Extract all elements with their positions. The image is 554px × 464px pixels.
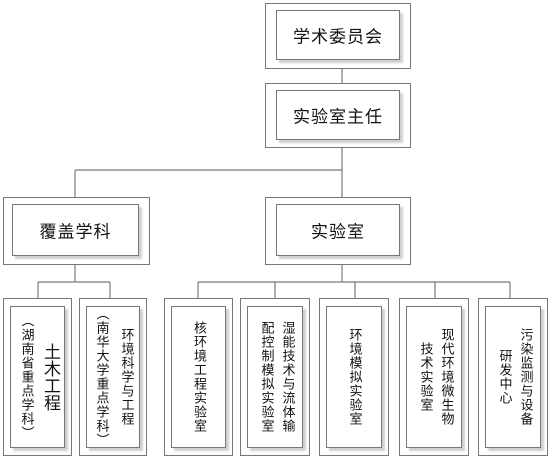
discipline-2-name: 环境科学与工程 <box>118 328 134 426</box>
lab-2-line-2: 配控制模拟实验室 <box>258 321 274 433</box>
discipline-1-name: 土木工程 <box>40 343 60 411</box>
discipline-box: 覆盖学科 <box>12 204 139 256</box>
committee-box: 学术委员会 <box>276 10 400 60</box>
lab-label: 实验室 <box>311 222 365 243</box>
discipline-1-note: （湖南省重点学科） <box>18 314 34 440</box>
lab-2-line-1: 湿能技术与流体输 <box>279 321 295 433</box>
lab-5-line-1: 污染监测与设备 <box>517 328 533 426</box>
discipline-label: 覆盖学科 <box>39 222 112 243</box>
discipline-2-box: （南华大学重点学科） 环境科学与工程 <box>86 306 140 448</box>
committee-label: 学术委员会 <box>293 27 383 48</box>
discipline-2-note: （南华大学重点学科） <box>93 307 109 447</box>
discipline-1-box: （湖南省重点学科） 土木工程 <box>10 306 65 448</box>
lab-box: 实验室 <box>276 204 400 256</box>
lab-1-box: 核环境工程实验室 <box>171 306 226 448</box>
lab-4-line-2: 技术实验室 <box>417 342 433 412</box>
director-box: 实验室主任 <box>276 90 400 140</box>
director-label: 实验室主任 <box>293 107 383 128</box>
lab-3-box: 环境模拟实验室 <box>326 306 382 448</box>
lab-1-line-1: 核环境工程实验室 <box>191 321 206 433</box>
lab-5-line-2: 研发中心 <box>496 349 512 405</box>
lab-4-box: 现代环境微生物 技术实验室 <box>406 306 462 448</box>
lab-2-box: 湿能技术与流体输 配控制模拟实验室 <box>247 306 303 448</box>
lab-4-line-1: 现代环境微生物 <box>438 328 454 426</box>
lab-3-line-1: 环境模拟实验室 <box>346 328 362 426</box>
lab-5-box: 污染监测与设备 研发中心 <box>485 306 541 448</box>
